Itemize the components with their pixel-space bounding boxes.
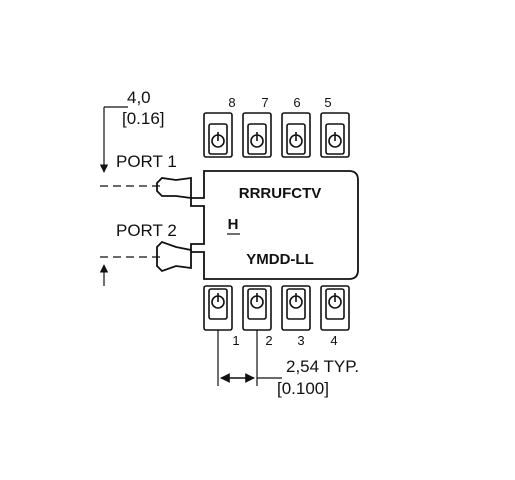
port-2-label: PORT 2	[116, 221, 177, 240]
pin-number-3: 3	[297, 333, 304, 348]
pin-number-7: 7	[261, 95, 268, 110]
lead-pin-7	[242, 112, 272, 158]
top-leads	[203, 112, 350, 158]
port-1-label: PORT 1	[116, 152, 177, 171]
pin-number-2: 2	[265, 333, 272, 348]
pin-number-6: 6	[293, 95, 300, 110]
pin-number-4: 4	[330, 333, 337, 348]
marking-line-2: H	[228, 216, 239, 233]
port-2-barb	[156, 240, 192, 273]
lead-pin-5	[320, 112, 350, 158]
pin-number-1: 1	[232, 333, 239, 348]
lead-pin-4	[320, 285, 350, 331]
pin-number-8: 8	[228, 95, 235, 110]
pitch-mm: 2,54 TYP.	[286, 357, 359, 376]
bottom-leads	[203, 285, 350, 331]
lead-pin-3	[281, 285, 311, 331]
pin-number-5: 5	[324, 95, 331, 110]
lead-pin-1	[203, 285, 233, 331]
marking-line-3: YMDD-LL	[246, 251, 314, 268]
pitch-in: [0.100]	[277, 379, 329, 398]
marking-line-1: RRRUFCTV	[239, 185, 322, 202]
port-offset-mm: 4,0	[127, 88, 151, 107]
port-offset-in: [0.16]	[122, 109, 165, 128]
package-body	[190, 170, 359, 280]
lead-pin-8	[203, 112, 233, 158]
port-1-barb	[156, 176, 192, 200]
lead-pin-6	[281, 112, 311, 158]
lead-pin-2	[242, 285, 272, 331]
